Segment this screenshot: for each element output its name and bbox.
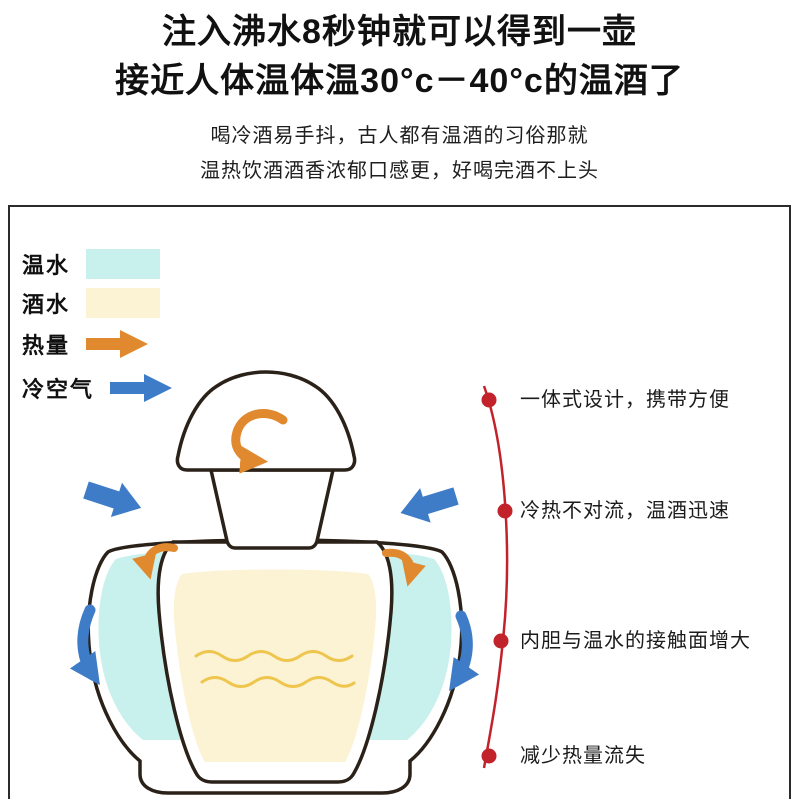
headline-line-2: 接近人体温体温30°c－40°c的温酒了	[115, 62, 684, 101]
callout-label-2: 冷热不对流，温酒迅速	[520, 499, 730, 523]
heat-arrow-shape	[86, 330, 149, 358]
callout-text-3: 内胆与温水的接触面增大	[520, 630, 751, 652]
wine-swatch	[86, 288, 161, 318]
heat-arrow-icon	[86, 330, 149, 358]
wine-swatch-rect	[86, 288, 161, 318]
warm-water-swatch-rect	[86, 249, 161, 279]
callout-label-1: 一体式设计，携带方便	[520, 388, 730, 412]
diagram-frame	[8, 205, 791, 799]
callout-label-4: 减少热量流失	[520, 744, 646, 768]
header: 注入沸水8秒钟就可以得到一壶 接近人体温体温30°c－40°c的温酒了 喝冷酒易…	[0, 0, 799, 189]
legend-item-warm-water: 温水	[22, 248, 161, 280]
callout-text-1: 一体式设计，携带方便	[520, 389, 730, 411]
legend-item-cold-air: 冷空气	[22, 372, 174, 404]
legend-item-wine: 酒水	[22, 287, 161, 319]
legend-label-heat: 热量	[22, 333, 71, 358]
legend-item-heat: 热量	[22, 328, 150, 360]
warm-water-swatch	[86, 249, 161, 279]
callout-text-2: 冷热不对流，温酒迅速	[520, 500, 730, 522]
subtitle-line-1: 喝冷酒易手抖，古人都有温酒的习俗那就	[210, 124, 589, 147]
legend-label-warm-water: 温水	[22, 253, 71, 278]
headline-line-1: 注入沸水8秒钟就可以得到一壶	[162, 13, 637, 51]
legend-label-cold-air: 冷空气	[22, 377, 95, 402]
callout-text-4: 减少热量流失	[520, 745, 646, 767]
legend-label-wine: 酒水	[22, 292, 71, 317]
cold-air-arrow-icon	[110, 374, 173, 402]
callout-label-3: 内胆与温水的接触面增大	[520, 629, 751, 653]
subtitle-line-2: 温热饮酒酒香浓郁口感更，好喝完酒不上头	[200, 159, 599, 182]
cold-air-arrow-shape	[110, 374, 173, 402]
